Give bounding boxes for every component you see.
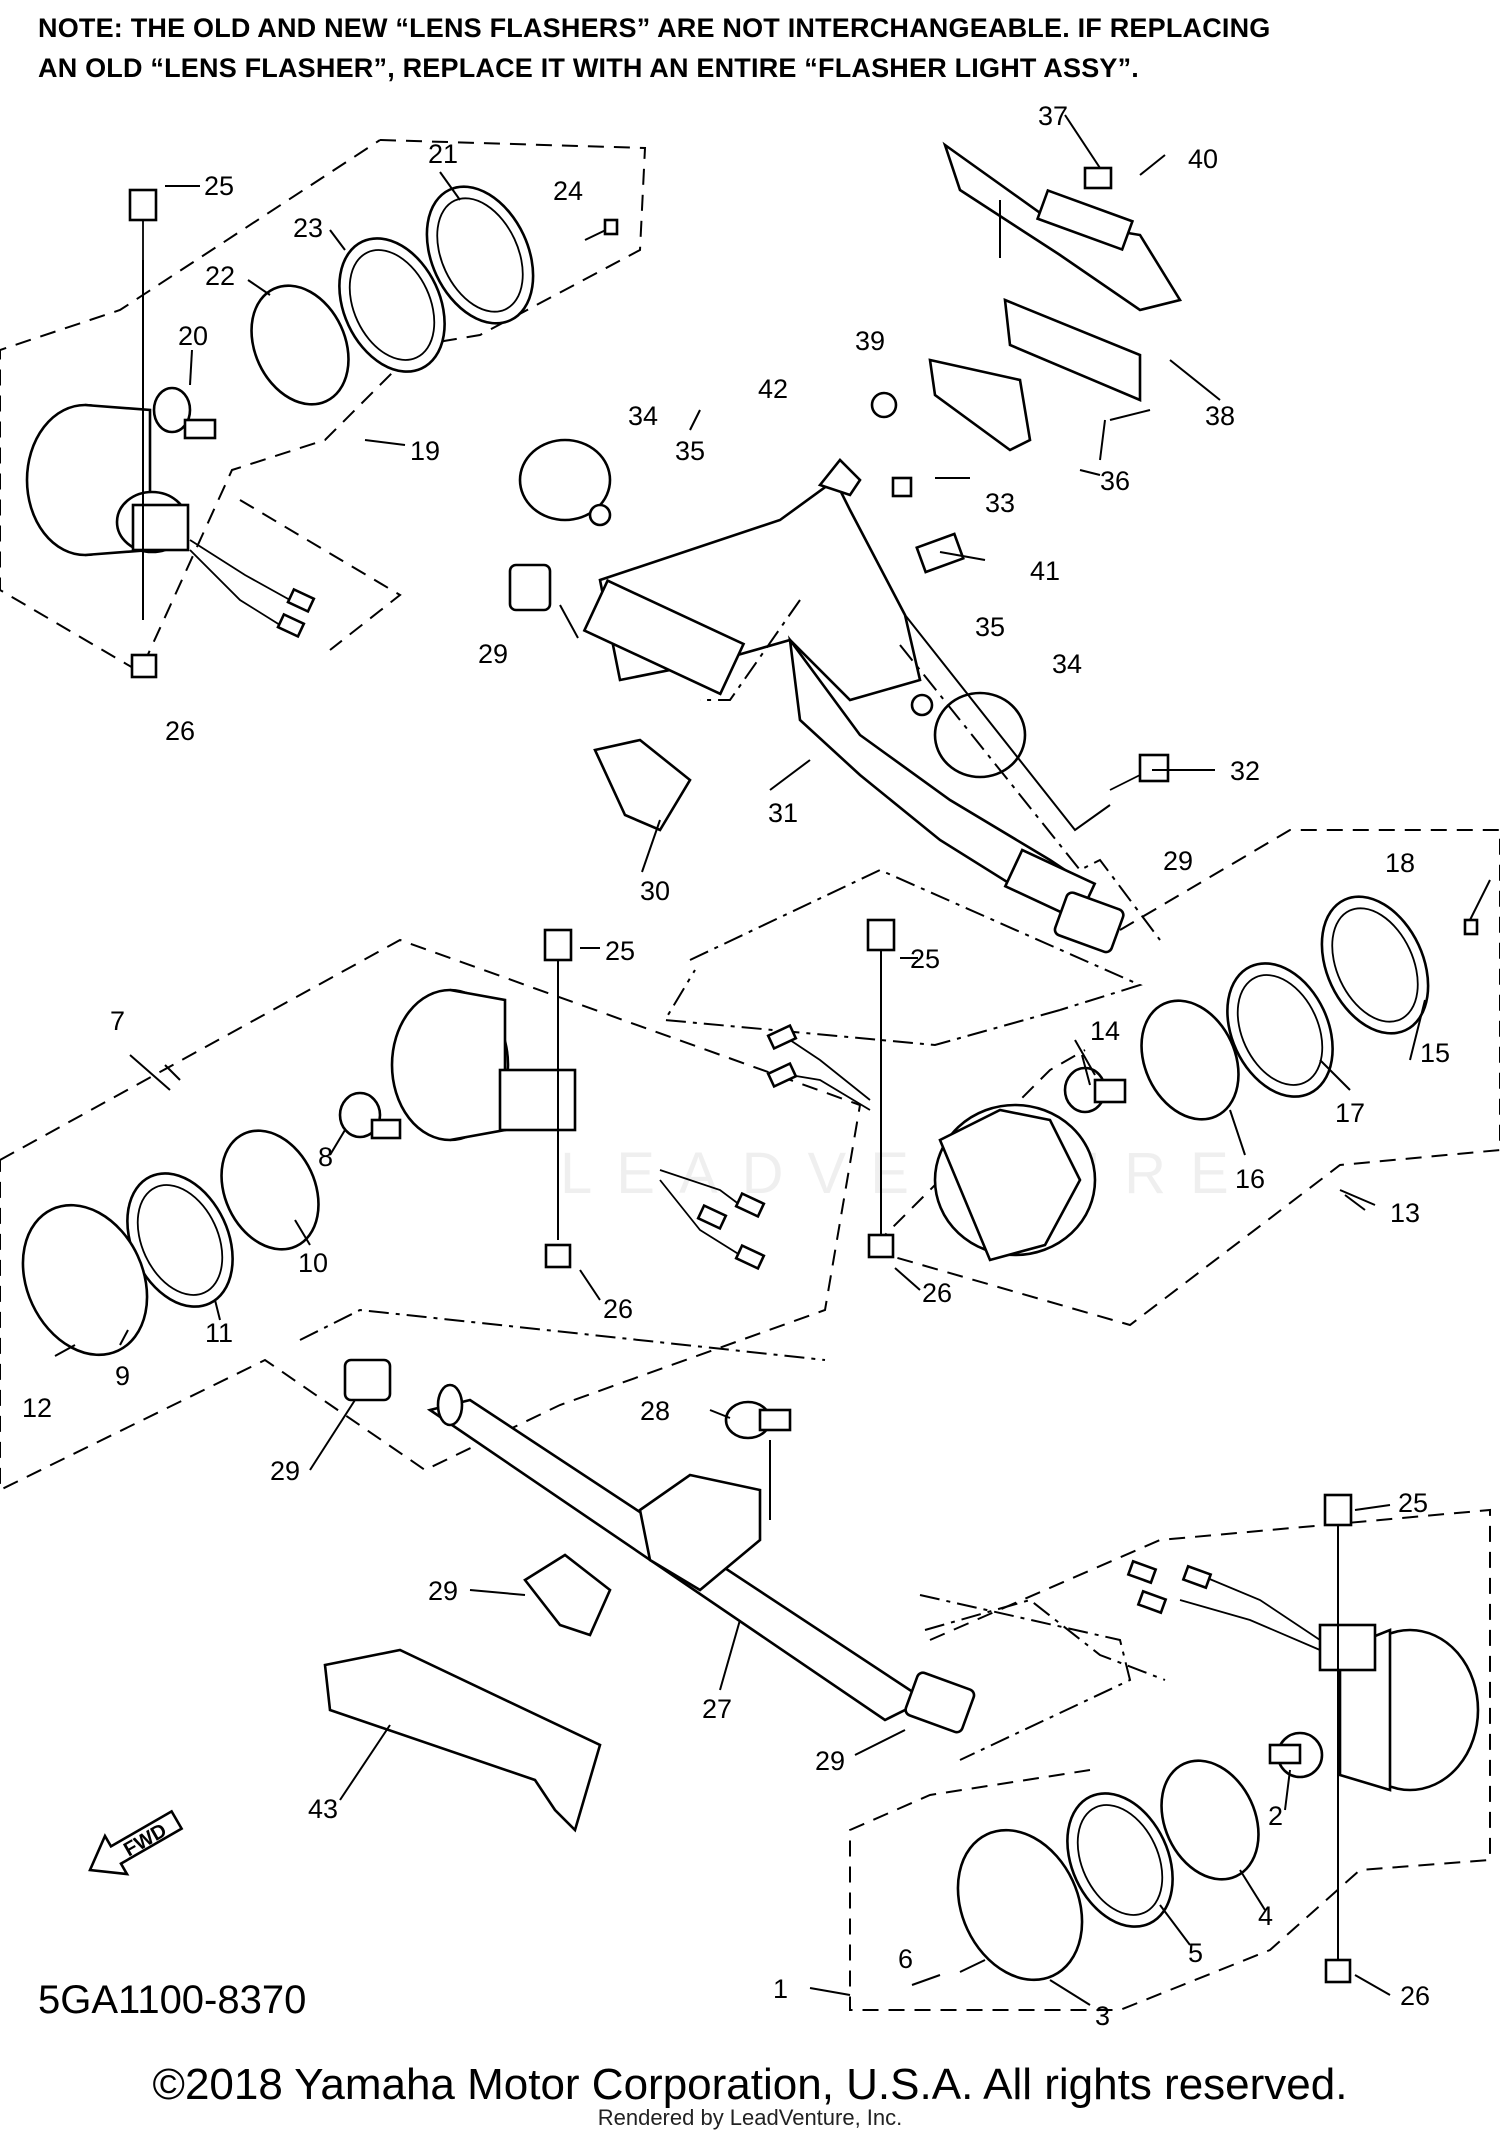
callout-8: 8 (318, 1142, 333, 1172)
callout-30: 30 (640, 876, 670, 906)
callout-24: 24 (553, 176, 583, 206)
callout-25-a: 25 (204, 171, 234, 201)
callout-29-a: 29 (478, 639, 508, 669)
callout-19: 19 (410, 436, 440, 466)
callout-41: 41 (1030, 556, 1060, 586)
callout-26-b: 26 (603, 1294, 633, 1324)
callout-33: 33 (985, 488, 1015, 518)
callout-43: 43 (308, 1794, 338, 1824)
callout-13: 13 (1390, 1198, 1420, 1228)
callout-20: 20 (178, 321, 208, 351)
callout-27: 27 (702, 1694, 732, 1724)
callout-2: 2 (1268, 1801, 1283, 1831)
callout-4: 4 (1258, 1901, 1273, 1931)
callout-23: 23 (293, 213, 323, 243)
callout-7: 7 (110, 1006, 125, 1036)
callout-29-e: 29 (815, 1746, 845, 1776)
callout-31: 31 (768, 798, 798, 828)
callout-3: 3 (1095, 2001, 1110, 2031)
fwd-arrow-icon: FWD (88, 1809, 184, 1876)
callout-15: 15 (1420, 1038, 1450, 1068)
note-line-1: NOTE: THE OLD AND NEW “LENS FLASHERS” AR… (38, 13, 1271, 43)
diagram-part-number: 5GA1100-8370 (38, 1978, 307, 2022)
callout-42: 42 (758, 374, 788, 404)
callout-17: 17 (1335, 1098, 1365, 1128)
note-banner: NOTE: THE OLD AND NEW “LENS FLASHERS” AR… (38, 8, 1478, 88)
callout-5: 5 (1188, 1938, 1203, 1968)
callout-14: 14 (1090, 1016, 1120, 1046)
callout-6: 6 (898, 1944, 913, 1974)
callout-35-b: 35 (975, 612, 1005, 642)
callout-40: 40 (1188, 144, 1218, 174)
copyright-notice: ©2018 Yamaha Motor Corporation, U.S.A. A… (152, 2060, 1348, 2109)
callout-1: 1 (773, 1974, 788, 2004)
callout-38: 38 (1205, 401, 1235, 431)
callout-25-b: 25 (605, 936, 635, 966)
callout-25-c: 25 (910, 944, 940, 974)
callout-11: 11 (205, 1318, 233, 1348)
callout-12: 12 (22, 1393, 52, 1423)
callout-numbers: 25 21 23 24 22 20 19 26 37 40 39 38 42 3… (22, 101, 1450, 2031)
callout-39: 39 (855, 326, 885, 356)
callout-32: 32 (1230, 756, 1260, 786)
callout-16: 16 (1235, 1164, 1265, 1194)
callout-29-c: 29 (270, 1456, 300, 1486)
callout-26-d: 26 (1400, 1981, 1430, 2011)
rear-flasher-stay-assembly (508, 141, 1183, 1047)
front-right-lower-flasher-assembly (849, 1493, 1491, 2011)
note-line-2: AN OLD “LENS FLASHER”, REPLACE IT WITH A… (38, 53, 1140, 83)
callout-37: 37 (1038, 101, 1068, 131)
callout-34-b: 34 (1052, 649, 1082, 679)
callout-28: 28 (640, 1396, 670, 1426)
rendered-by-credit: Rendered by LeadVenture, Inc. (597, 2105, 903, 2130)
callout-25-d: 25 (1398, 1488, 1428, 1518)
front-flasher-stay-assembly (299, 1308, 1166, 1833)
callout-9: 9 (115, 1361, 130, 1391)
callout-35-a: 35 (675, 436, 705, 466)
callout-26-c: 26 (922, 1278, 952, 1308)
callout-leaders (119, 114, 1491, 2006)
callout-22: 22 (205, 261, 235, 291)
front-right-flasher-assembly (766, 829, 1500, 1327)
callout-10: 10 (298, 1248, 328, 1278)
callout-29-b: 29 (1163, 846, 1193, 876)
callout-18: 18 (1385, 848, 1415, 878)
rear-left-flasher-assembly (0, 139, 647, 679)
callout-21: 21 (428, 139, 458, 169)
callout-34-a: 34 (628, 401, 658, 431)
front-left-flasher-assembly (0, 928, 862, 1492)
callout-36: 36 (1100, 466, 1130, 496)
callout-29-d: 29 (428, 1576, 458, 1606)
callout-26-a: 26 (165, 716, 195, 746)
